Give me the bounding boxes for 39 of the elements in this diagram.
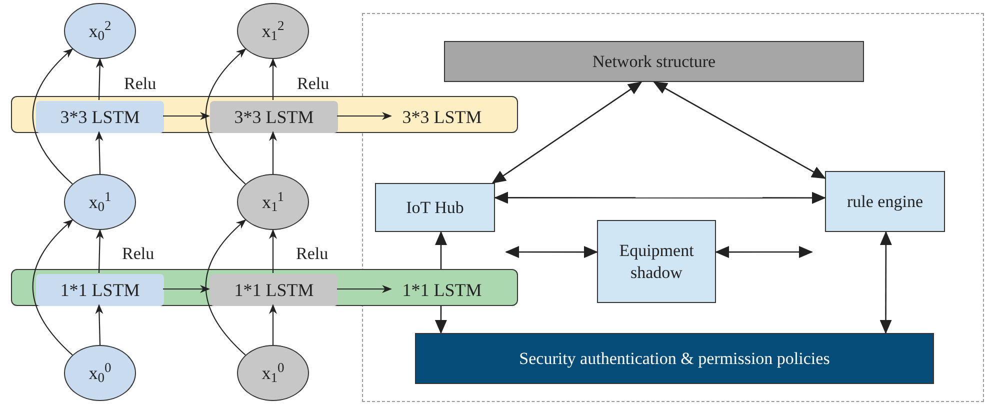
module-box: Network structure [444, 41, 864, 82]
arrow [163, 285, 210, 293]
lstm-cell: 1*1 LSTM [36, 274, 164, 306]
lstm-label: 3*3 LSTM [392, 101, 492, 133]
arrow [269, 304, 277, 345]
arrow [95, 304, 104, 346]
module-box: Equipment shadow [597, 220, 716, 303]
module-box: IoT Hub [375, 183, 495, 232]
arrow [206, 219, 246, 356]
activation-label: Relu [122, 243, 154, 265]
arrow [337, 285, 392, 293]
module-box: rule engine [825, 171, 945, 232]
arrow [880, 231, 892, 334]
arrow [492, 81, 642, 184]
arrow [163, 112, 210, 120]
activation-label: Relu [124, 73, 156, 95]
layer-band [11, 269, 518, 306]
activation-label: Relu [296, 243, 328, 265]
arrow [95, 131, 104, 174]
arrow [494, 192, 826, 204]
arrow [206, 48, 246, 184]
lstm-cell: 1*1 LSTM [210, 274, 338, 306]
lstm-label: 1*1 LSTM [392, 274, 492, 306]
arrow [715, 246, 813, 258]
arrow [32, 48, 74, 184]
layer-band [11, 96, 518, 133]
activation-label: Relu [297, 73, 330, 95]
arrow [269, 58, 277, 100]
lstm-cell: 3*3 LSTM [210, 101, 338, 133]
arrow [269, 131, 277, 174]
module-box: Security authentication & permission policies [415, 333, 934, 384]
arrow [505, 246, 598, 258]
arrow [269, 229, 277, 273]
arrow [653, 81, 826, 179]
arrow [337, 112, 392, 120]
arrow [96, 229, 104, 274]
lstm-cell: 3*3 LSTM [36, 101, 164, 133]
arrow [96, 58, 104, 100]
arrow [32, 219, 74, 356]
